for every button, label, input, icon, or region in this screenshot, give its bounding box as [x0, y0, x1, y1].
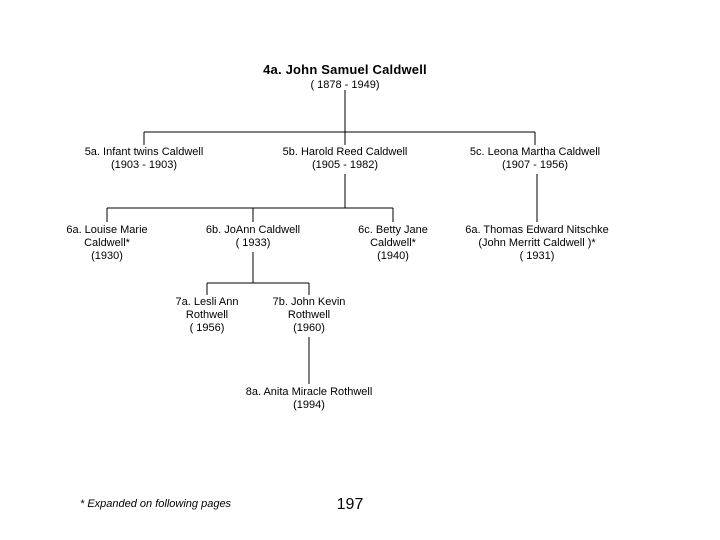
tree-node-5a: 5a. Infant twins Caldwell(1903 - 1903) [34, 146, 254, 172]
footnote-legend: * Expanded on following pages [80, 498, 232, 510]
tree-node-7b: 7b. John Kevin Rothwell(1960) [234, 296, 384, 335]
tree-node-6b: 6b. JoAnn Caldwell( 1933) [173, 224, 333, 250]
tree-node-6a-nitschke: 6a. Thomas Edward Nitschke (John Merritt… [427, 224, 647, 263]
node-name-7a: 7a. Lesli Ann Rothwell [175, 296, 239, 321]
node-years-5b: (1905 - 1982) [311, 159, 379, 171]
tree-node-6c: 6c. Betty Jane Caldwell*(1940) [313, 224, 473, 263]
node-years-6a-nitschke: ( 1931) [519, 250, 555, 262]
tree-node-4a: 4a. John Samuel Caldwell ( 1878 - 1949) [195, 62, 495, 93]
page-number: 197 [336, 496, 364, 513]
tree-node-5c: 5c. Leona Martha Caldwell(1907 - 1956) [425, 146, 645, 172]
node-years-5c: (1907 - 1956) [501, 159, 569, 171]
node-name-7b: 7b. John Kevin Rothwell [272, 296, 346, 321]
node-years-8a: (1994) [293, 399, 325, 411]
node-years-5a: (1903 - 1903) [110, 159, 178, 171]
node-name-6c: 6c. Betty Jane Caldwell* [358, 224, 428, 249]
tree-node-7a: 7a. Lesli Ann Rothwell( 1956) [132, 296, 282, 335]
node-years-6a: (1930) [91, 250, 123, 262]
node-name-5b: 5b. Harold Reed Caldwell [282, 146, 408, 158]
node-name-8a: 8a. Anita Miracle Rothwell [245, 386, 373, 398]
tree-node-6a: 6a. Louise Marie Caldwell*(1930) [27, 224, 187, 263]
node-years-4a: ( 1878 - 1949) [310, 79, 380, 91]
node-years-7b: (1960) [293, 322, 325, 334]
node-years-6b: ( 1933) [235, 237, 271, 249]
node-name-5a: 5a. Infant twins Caldwell [84, 146, 204, 158]
node-name-6a-nitschke: 6a. Thomas Edward Nitschke (John Merritt… [465, 224, 609, 249]
node-years-6c: (1940) [377, 250, 409, 262]
tree-node-5b: 5b. Harold Reed Caldwell(1905 - 1982) [235, 146, 455, 172]
node-name-5c: 5c. Leona Martha Caldwell [469, 146, 601, 158]
node-name-6a: 6a. Louise Marie Caldwell* [66, 224, 148, 249]
tree-node-8a: 8a. Anita Miracle Rothwell(1994) [199, 386, 419, 412]
node-years-7a: ( 1956) [189, 322, 225, 334]
node-name-4a: 4a. John Samuel Caldwell [263, 62, 427, 77]
node-name-6b: 6b. JoAnn Caldwell [205, 224, 301, 236]
